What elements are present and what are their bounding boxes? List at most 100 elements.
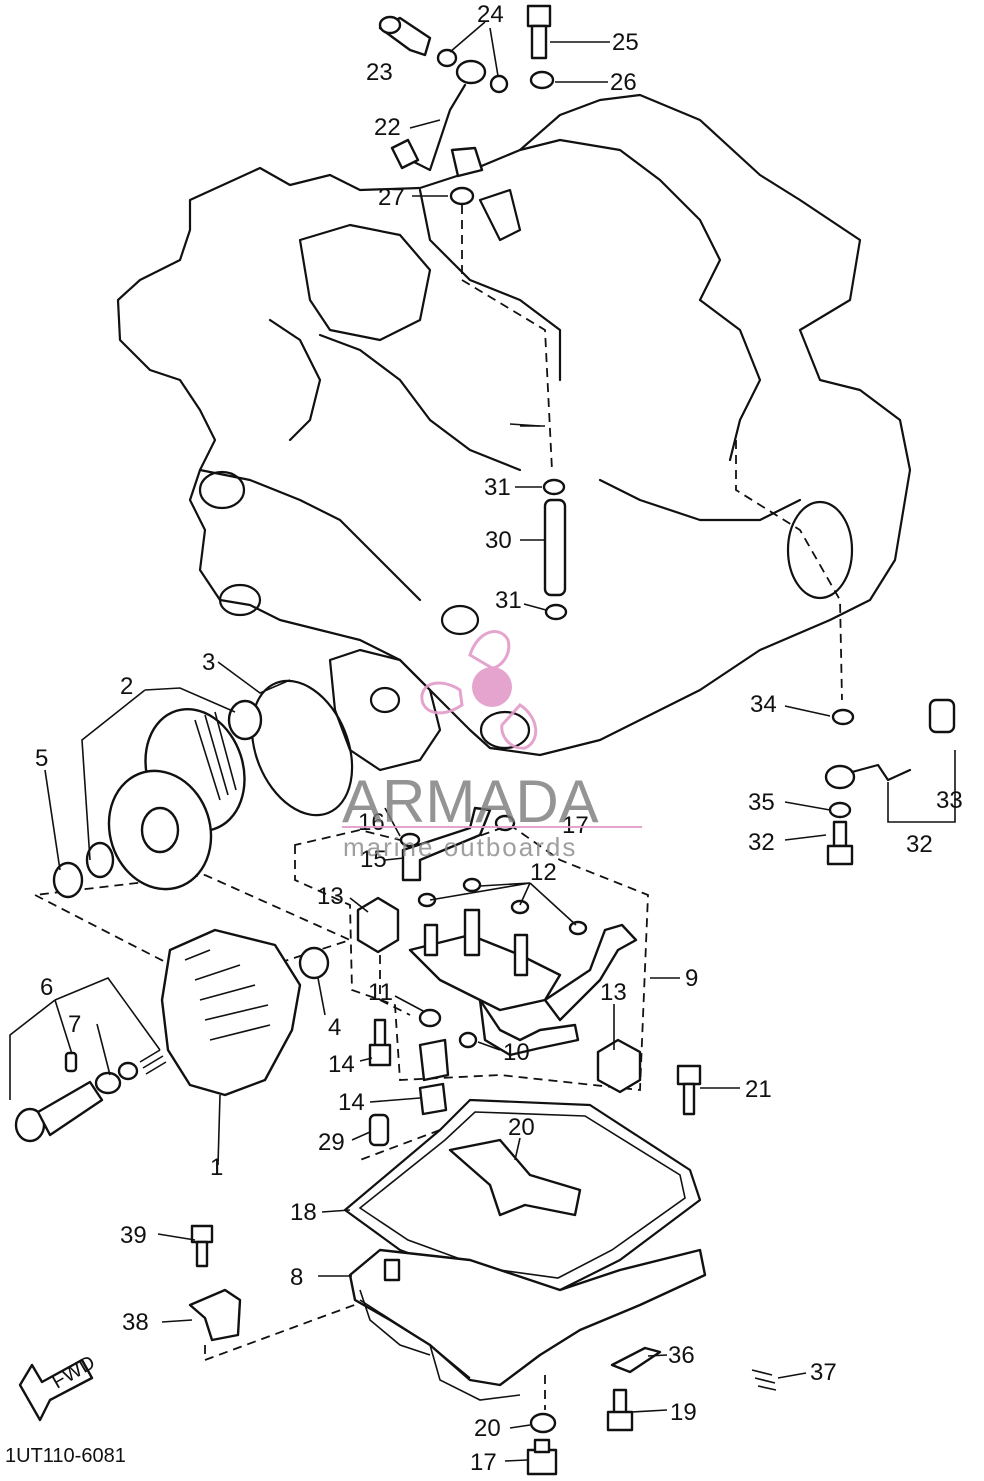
callout-35b: 35 xyxy=(748,789,775,816)
callout-32: 32 xyxy=(906,831,933,858)
part-spring-37 xyxy=(751,1369,777,1391)
part-spring xyxy=(139,1049,167,1075)
part-washer-26b xyxy=(489,74,509,94)
callout-17a: 16 xyxy=(358,809,385,836)
callout-10: 10 xyxy=(503,1039,530,1066)
part-bolt-39 xyxy=(190,1224,214,1268)
callout-17b: 17 xyxy=(562,812,589,839)
part-bolt-27 xyxy=(526,4,552,60)
propeller-logo-icon xyxy=(420,630,538,750)
watermark-tagline: marine outboards xyxy=(343,832,577,862)
callout-19: 17 xyxy=(470,1449,497,1476)
callout-8: 8 xyxy=(290,1264,303,1291)
part-oring-12a xyxy=(417,892,437,908)
callout-13a: 13 xyxy=(317,883,344,910)
part-pin-6 xyxy=(64,1051,78,1073)
part-washer-20 xyxy=(529,1412,557,1434)
part-bolt-34 xyxy=(826,820,854,866)
part-washer-35a xyxy=(831,708,855,726)
callout-12: 12 xyxy=(530,859,557,886)
part-plate-36 xyxy=(610,1346,662,1374)
callout-14: 14 xyxy=(338,1089,365,1116)
part-filter-cover-1 xyxy=(160,928,302,1097)
part-washer-26a xyxy=(436,48,458,68)
leader-lines xyxy=(9,21,831,1462)
part-cup-14a xyxy=(418,1038,450,1082)
part-bolt-23 xyxy=(676,1064,702,1116)
part-dowel-29 xyxy=(368,1113,390,1147)
part-washer-35b xyxy=(828,801,852,819)
part-cap-33 xyxy=(928,698,956,734)
part-washer-5 xyxy=(52,861,84,899)
callout-30: 30 xyxy=(485,527,512,554)
part-oring-12b xyxy=(462,877,482,893)
callout-13b: 13 xyxy=(600,979,627,1006)
callout-24: 22 xyxy=(374,114,401,141)
callout-16: 15 xyxy=(360,846,387,873)
part-washer-5b xyxy=(85,841,115,879)
callout-36: 36 xyxy=(668,1342,695,1369)
armada-watermark: ARMADA marine outboards xyxy=(342,630,642,862)
watermark-brand: ARMADA xyxy=(342,768,599,835)
part-block-13a xyxy=(356,896,400,954)
part-drain-bolt-19 xyxy=(526,1438,558,1476)
part-oring-17a xyxy=(399,832,421,848)
part-filter-bolt-6 xyxy=(14,1080,104,1143)
part-oring-31a xyxy=(542,478,566,496)
part-oil-pipe-24 xyxy=(390,59,487,178)
part-pipe-30 xyxy=(543,498,567,597)
part-bolt-15 xyxy=(368,1018,392,1067)
callout-37: 37 xyxy=(810,1359,837,1386)
callout-25: 23 xyxy=(366,59,393,86)
callout-20: 20 xyxy=(474,1415,501,1442)
part-washer-28a xyxy=(529,70,555,90)
callout-22: 20 xyxy=(508,1114,535,1141)
fwd-arrow-icon xyxy=(18,1358,94,1422)
part-oring-11 xyxy=(418,1008,442,1028)
crankcase-outline xyxy=(116,93,912,772)
part-elbow-pipe-16 xyxy=(401,806,492,882)
part-oring-10 xyxy=(458,1031,478,1049)
callout-21: 19 xyxy=(670,1399,697,1426)
part-washer-28b xyxy=(449,186,475,206)
part-gasket-3 xyxy=(250,679,354,817)
callout-34: 32 xyxy=(748,829,775,856)
part-oring-12c xyxy=(510,899,530,915)
callout-3: 3 xyxy=(202,649,215,676)
callout-28a: 26 xyxy=(610,69,637,96)
part-oil-manifold-9 xyxy=(408,908,638,1057)
callout-35a: 34 xyxy=(750,691,777,718)
part-oring-12d xyxy=(568,920,588,936)
callout-23: 21 xyxy=(745,1076,772,1103)
part-seal-near-filter xyxy=(227,699,263,741)
part-oil-pan-8 xyxy=(348,1248,707,1401)
callout-9: 9 xyxy=(685,965,698,992)
callout-27: 25 xyxy=(612,29,639,56)
callout-31a: 31 xyxy=(484,474,511,501)
part-cup-14 xyxy=(418,1082,448,1116)
callout-6: 6 xyxy=(40,974,53,1001)
callout-2: 2 xyxy=(120,673,133,700)
part-block-13b xyxy=(596,1038,642,1094)
callout-26: 24 xyxy=(477,1,504,28)
callout-5: 5 xyxy=(35,745,48,772)
callout-11: 11 xyxy=(368,979,393,1006)
part-sensor-lead-32 xyxy=(824,763,912,790)
callout-29: 29 xyxy=(318,1129,345,1156)
callout-39: 39 xyxy=(120,1222,147,1249)
part-banjo-bolt xyxy=(378,15,432,57)
callout-33: 33 xyxy=(936,787,963,814)
callout-38: 38 xyxy=(122,1309,149,1336)
part-oring-7 xyxy=(94,1071,122,1095)
callout-4: 4 xyxy=(328,1014,341,1041)
part-housing-38 xyxy=(188,1288,242,1342)
callout-31b: 31 xyxy=(495,587,522,614)
diagram-code: 1UT110-6081 xyxy=(5,1445,126,1467)
callout-18: 18 xyxy=(290,1199,317,1226)
callout-15: 14 xyxy=(328,1051,355,1078)
callout-28b: 27 xyxy=(378,184,405,211)
part-bolt-21 xyxy=(606,1388,634,1432)
part-strainer-22 xyxy=(448,1138,582,1217)
